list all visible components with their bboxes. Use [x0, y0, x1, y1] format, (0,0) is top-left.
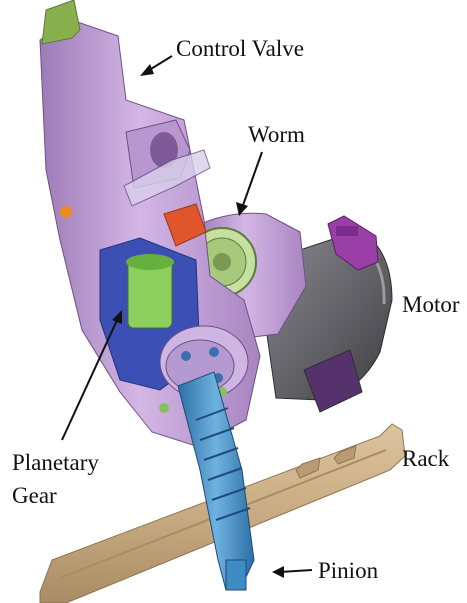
pinion-label: Pinion	[318, 558, 378, 584]
planetary-gear-label-line2: Gear	[12, 479, 99, 512]
planetary-gear-label: Planetary Gear	[12, 446, 99, 512]
pinion-arrow	[272, 566, 312, 578]
control-valve-arrow	[140, 56, 172, 76]
worm-label: Worm	[248, 122, 305, 148]
rack-label: Rack	[402, 446, 449, 472]
worm-arrow	[236, 152, 262, 216]
motor-label: Motor	[402, 292, 460, 318]
control-valve-label: Control Valve	[176, 36, 304, 62]
planetary-gear-label-line1: Planetary	[12, 446, 99, 479]
